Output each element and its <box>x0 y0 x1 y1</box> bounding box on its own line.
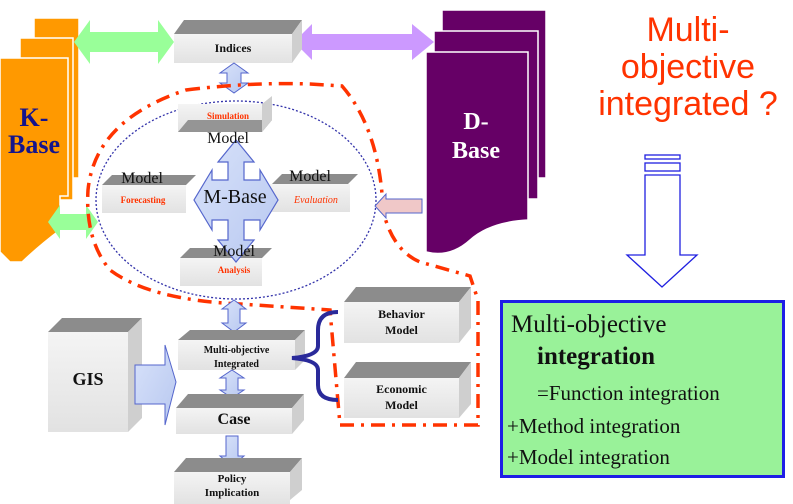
question-text: Multi- objective integrated ? <box>588 12 788 123</box>
kbase-indices-arrow <box>74 20 174 64</box>
down-arrow-icon <box>625 154 699 288</box>
kbase-mbase-arrow <box>48 205 98 239</box>
kbase-stack <box>0 17 80 263</box>
forecasting-model-box <box>102 175 196 213</box>
multiobjective-line1: Multi-objective <box>203 345 270 356</box>
summary-box: Multi-objective integration =Function in… <box>500 300 785 478</box>
multiobjective-box <box>178 330 305 370</box>
evaluation-label: Evaluation <box>294 195 338 206</box>
economic-model-box <box>344 362 471 418</box>
kbase-label: K- Base <box>2 104 66 159</box>
kbase-line1: K- <box>19 103 49 132</box>
dbase-mbase-arrow <box>374 192 423 220</box>
analysis-model-box <box>180 248 272 286</box>
question-line1: Multi- <box>646 11 730 49</box>
case-label: Case <box>217 411 251 428</box>
multiobjective-case-arrow <box>218 369 246 399</box>
policy-label: Policy Implication <box>174 472 290 500</box>
economic-line1: Economic <box>376 382 427 396</box>
kbase-line2: Base <box>8 130 60 160</box>
forecasting-label: Forecasting <box>120 195 166 205</box>
mbase-cross-arrow <box>193 139 279 263</box>
behavior-line1: Behavior <box>378 307 425 321</box>
simulation-model-box <box>178 96 272 132</box>
summary-line3: =Function integration <box>537 381 720 405</box>
analysis-model-title: Model <box>213 243 255 260</box>
indices-dbase-arrow <box>294 24 434 60</box>
dbase-line1: D- <box>463 109 489 135</box>
summary-line4: +Method integration <box>507 414 681 438</box>
simulation-label: Simulation <box>206 111 249 121</box>
policy-box <box>174 458 302 504</box>
multiobjective-label: Multi-objective Integrated <box>178 344 295 372</box>
evaluation-model-box <box>270 174 358 212</box>
summary-line5: +Model integration <box>507 445 670 469</box>
policy-line1: Policy <box>217 473 247 485</box>
gis-label: GIS <box>72 369 104 389</box>
brace <box>291 310 339 402</box>
behavior-line2: Model <box>385 323 418 337</box>
integration-boundary <box>85 81 480 427</box>
forecasting-model-title: Model <box>121 170 163 187</box>
summary-line1: Multi-objective <box>511 311 667 338</box>
multiobjective-line2: Integrated <box>214 359 259 370</box>
dbase-stack <box>425 9 547 255</box>
analysis-label: Analysis <box>217 265 251 275</box>
mbase-label: M-Base <box>203 186 267 208</box>
summary-line2: integration <box>537 343 656 370</box>
economic-line2: Model <box>385 398 418 412</box>
policy-line2: Implication <box>204 487 260 499</box>
indices-box <box>174 20 302 63</box>
dbase-label: D- Base <box>436 108 516 166</box>
question-line3: integrated ? <box>598 85 778 123</box>
simulation-model-title: Model <box>207 130 249 147</box>
behavior-label: Behavior Model <box>344 306 459 338</box>
dbase-line2: Base <box>452 138 500 164</box>
behavior-model-box <box>344 287 471 343</box>
indices-label: Indices <box>214 41 252 55</box>
economic-label: Economic Model <box>344 381 459 413</box>
mbase-ellipse <box>95 100 377 300</box>
indices-mbase-arrow <box>218 62 250 94</box>
case-box <box>176 394 304 434</box>
question-line2: objective <box>620 48 756 86</box>
gis-arrow <box>134 344 177 426</box>
evaluation-model-title: Model <box>289 168 331 185</box>
